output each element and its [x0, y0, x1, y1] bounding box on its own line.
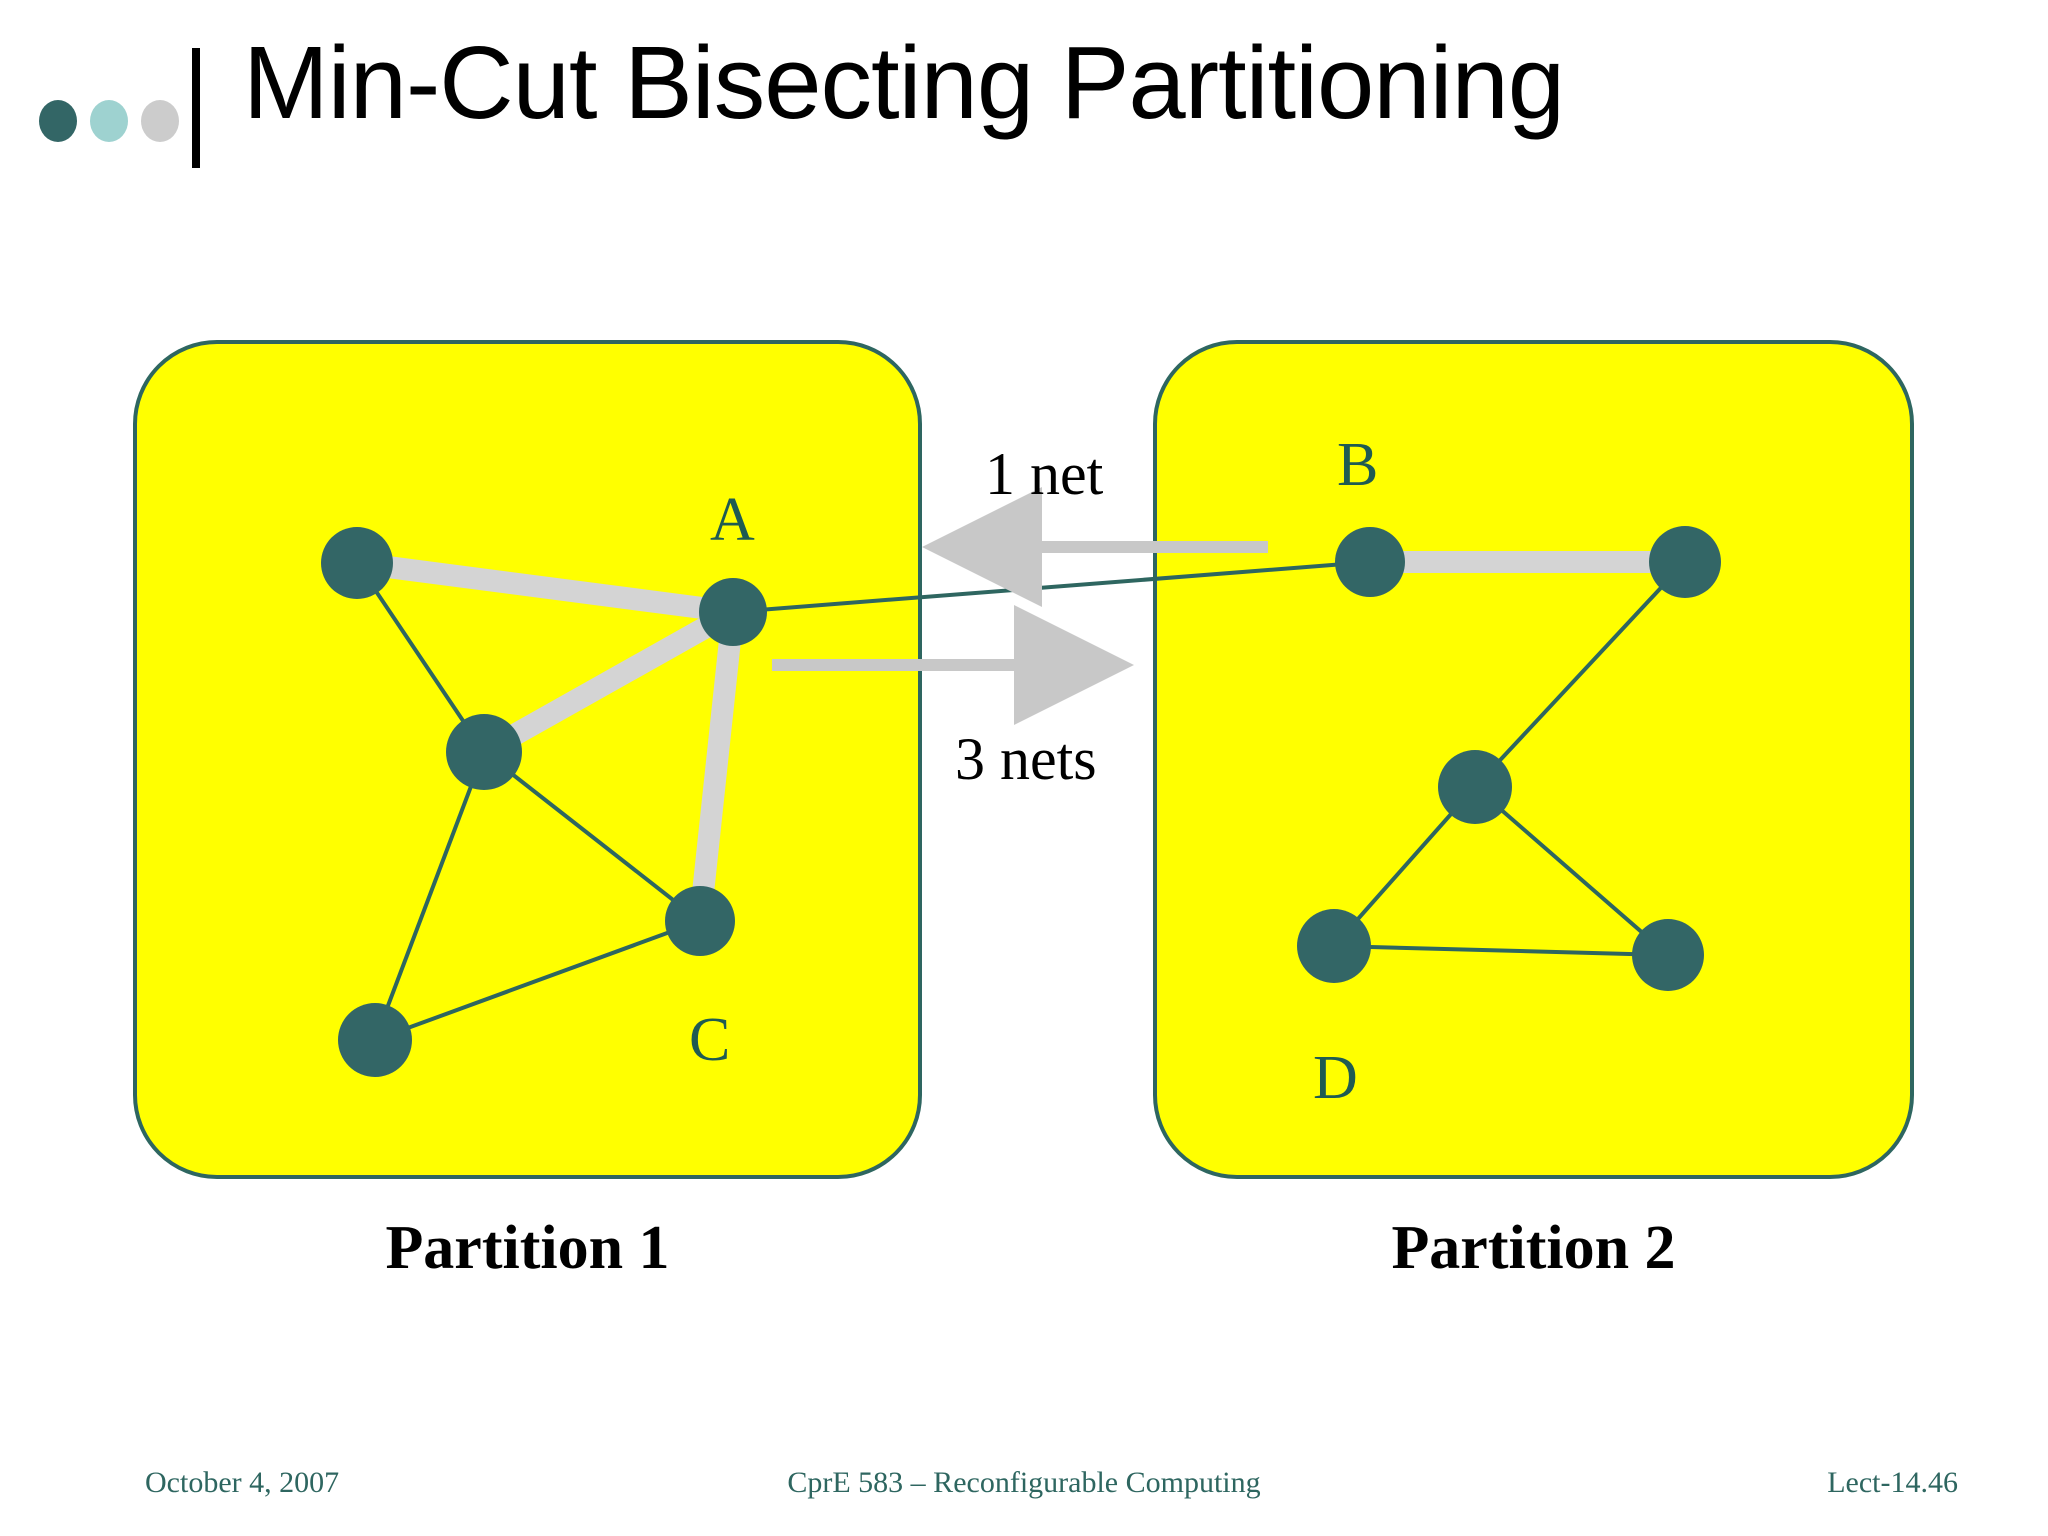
partition-1-highlight-edges	[355, 552, 744, 923]
edge-thin	[482, 750, 702, 923]
graph-node[interactable]	[446, 714, 522, 790]
node-label-a: A	[710, 486, 755, 554]
footer-date: October 4, 2007	[145, 1466, 340, 1499]
decor-dot-dark-teal-icon	[39, 100, 77, 142]
edge-thin	[374, 919, 701, 1042]
graph-node-d[interactable]	[1297, 909, 1371, 983]
edge-thin	[1473, 560, 1687, 789]
graph-node[interactable]	[1649, 526, 1721, 598]
graph-node-a[interactable]	[699, 578, 767, 646]
cut-net-edge-a-b	[732, 560, 1371, 614]
decor-dot-gray-icon	[141, 100, 179, 142]
graph-node-c[interactable]	[665, 886, 735, 956]
header-decoration	[34, 38, 214, 168]
graph-node-b[interactable]	[1335, 527, 1405, 597]
label-1-net: 1 net	[985, 441, 1104, 507]
header-divider-bar	[192, 48, 200, 168]
node-label-c: C	[689, 1006, 731, 1074]
node-label-d: D	[1313, 1044, 1358, 1112]
graph-node[interactable]	[1438, 750, 1512, 824]
footer-course: CprE 583 – Reconfigurable Computing	[787, 1466, 1261, 1499]
partition-2-caption: Partition 2	[1391, 1214, 1676, 1282]
partition-1-nodes	[321, 527, 767, 1077]
edge-highlight	[689, 610, 744, 923]
partition-1-box[interactable]	[133, 340, 922, 1179]
edge-highlight	[478, 602, 739, 762]
partition-1-caption: Partition 1	[385, 1214, 670, 1282]
decor-dot-light-teal-icon	[90, 100, 128, 142]
footer-page-number: Lect-14.46	[1827, 1466, 1958, 1499]
edge-thin	[1333, 944, 1669, 957]
edge-thin	[1473, 785, 1670, 957]
edge-highlight	[355, 552, 735, 623]
graph-node[interactable]	[321, 527, 393, 599]
partition-2-nodes	[1297, 526, 1721, 991]
label-3-nets: 3 nets	[955, 726, 1097, 792]
node-label-b: B	[1337, 431, 1379, 499]
partition-2-box[interactable]	[1153, 340, 1914, 1179]
graph-node[interactable]	[1632, 919, 1704, 991]
page-title: Min-Cut Bisecting Partitioning	[243, 25, 1565, 140]
edge-thin	[373, 751, 486, 1041]
graph-node[interactable]	[338, 1003, 412, 1077]
